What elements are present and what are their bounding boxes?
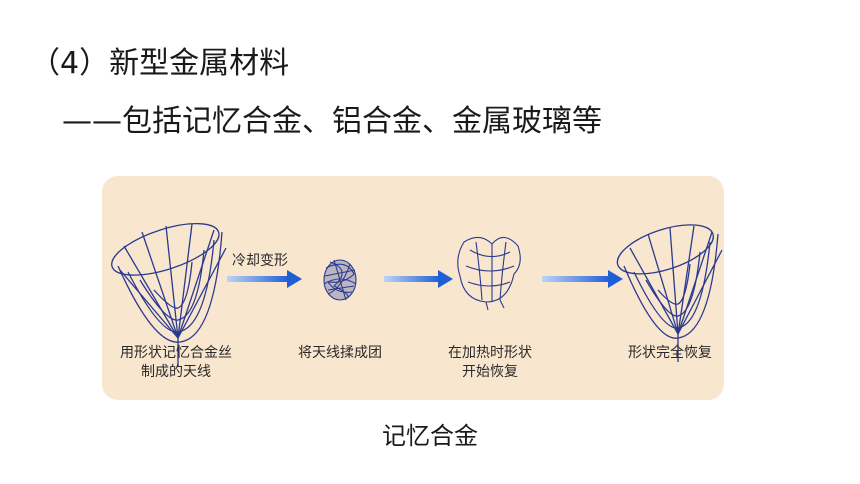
slide-heading: （4）新型金属材料 xyxy=(30,46,290,81)
arrow-1 xyxy=(227,270,302,288)
arrow-3 xyxy=(542,270,623,288)
partially-recovered-dish-icon xyxy=(457,236,521,311)
figure-caption: 记忆合金 xyxy=(382,422,478,450)
stage-1-caption: 用形状记忆合金丝 制成的天线 xyxy=(120,345,232,380)
stage-2-caption: 将天线揉成团 xyxy=(298,345,382,361)
arrow-2 xyxy=(384,270,453,288)
slide-subheading: ——包括记忆合金、铝合金、金属玻璃等 xyxy=(62,104,602,139)
crumpled-wire-icon xyxy=(323,259,357,301)
arrow-label-cooling: 冷却变形 xyxy=(232,253,288,269)
antenna-dish-icon xyxy=(616,224,723,362)
antenna-dish-icon xyxy=(111,223,227,366)
stage-4-caption: 形状完全恢复 xyxy=(628,345,712,361)
memory-alloy-figure: 冷却变形 用形状记忆合金丝 制成的天线 将天线揉成团 在加热时形状 开始恢复 形… xyxy=(102,176,724,400)
figure-illustration xyxy=(111,223,723,366)
stage-3-caption: 在加热时形状 开始恢复 xyxy=(448,345,532,380)
